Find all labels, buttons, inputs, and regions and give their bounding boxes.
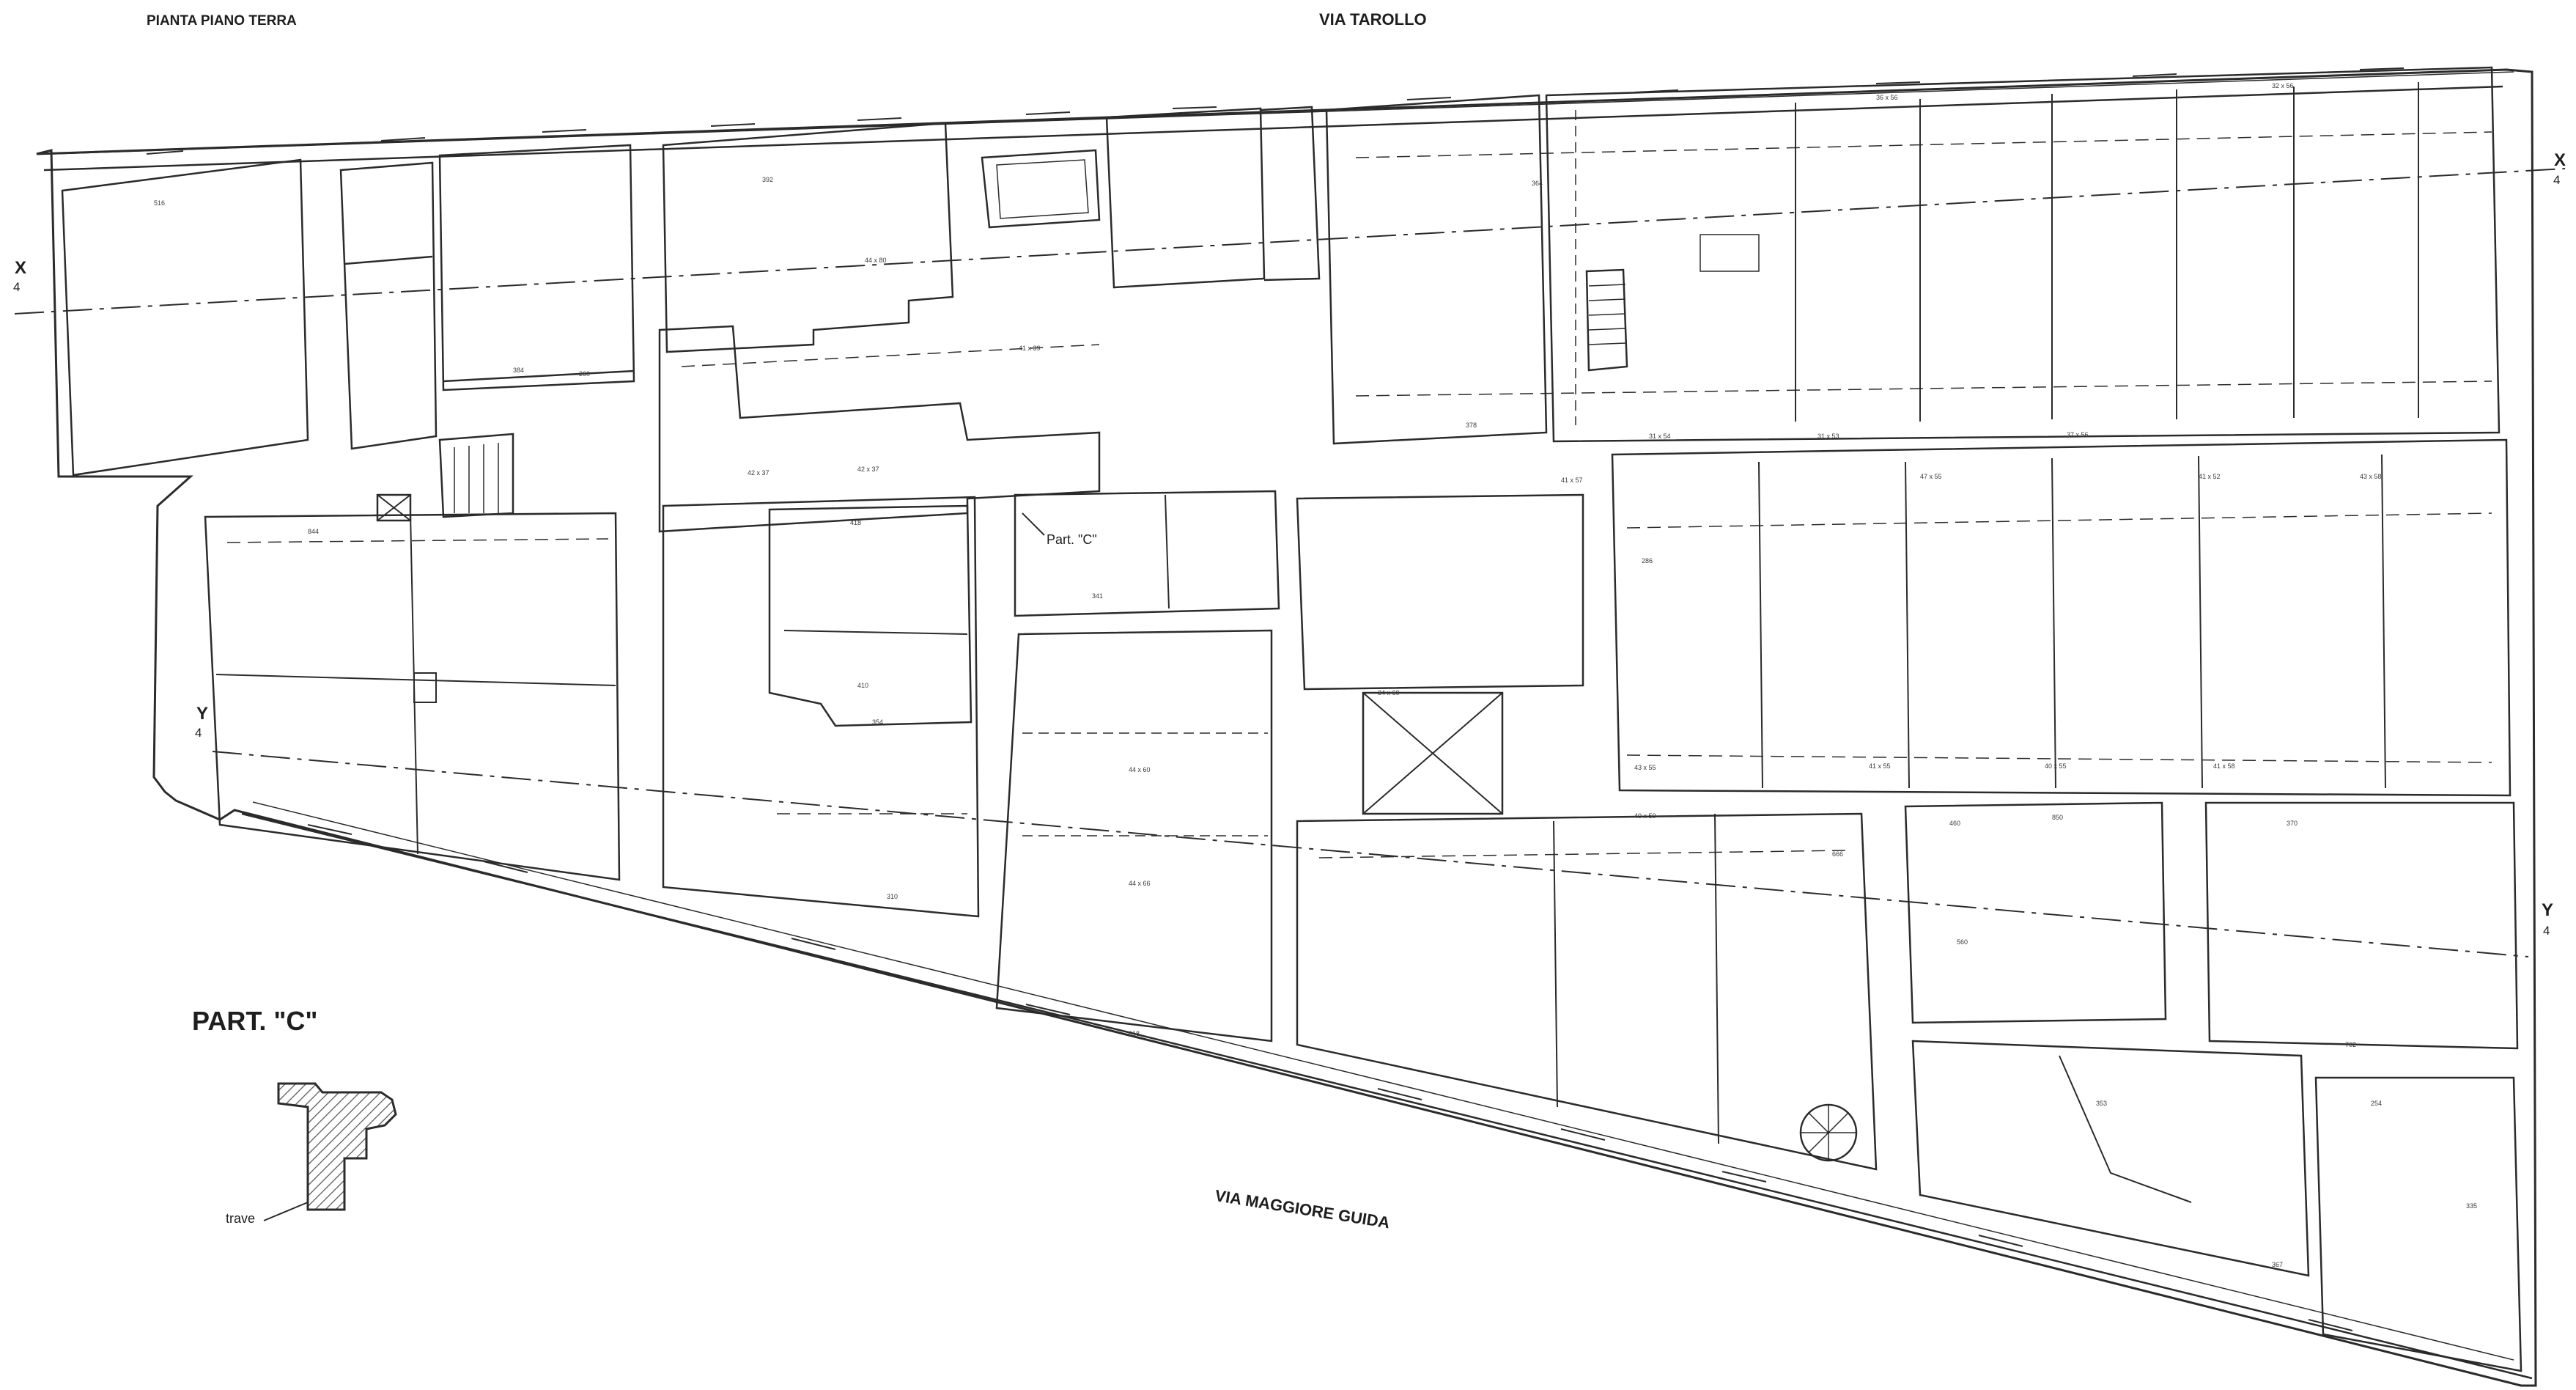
dimension-label: 37 x 56 [2067,431,2089,438]
south-facade [241,812,2533,1380]
room [204,512,621,881]
axis-y-right-number: 4 [2543,924,2550,938]
room [2204,801,2519,1050]
dimension-label: 32 x 56 [2272,82,2294,89]
dimension-label: 41 x 55 [1869,762,1891,770]
dimension-label: 310 [887,893,898,900]
dimension-label: 41 x 52 [2199,473,2221,480]
axis-x-line [14,168,2566,315]
stair [438,433,514,518]
north-facade [43,85,2503,172]
dimension-label: 31 x 53 [1817,433,1839,440]
light-well [1362,691,1504,815]
dimension-label: 516 [154,199,166,207]
room [662,122,954,353]
axis-y-left-number: 4 [195,726,202,740]
dimension-label: 41 x 58 [2213,762,2235,770]
axis-x-right-label: X [2554,150,2566,170]
dimension-label: 43 x 55 [1634,764,1656,771]
room [981,149,1101,229]
dimension-label: 41 x 57 [1561,477,1583,484]
room [438,144,635,391]
dimension-label: 40 x 55 [2045,762,2067,770]
dimension-label: 40 x 50 [1634,812,1656,820]
room [1545,66,2501,443]
dimension-label: 286 [1642,557,1653,565]
dimension-label: 844 [308,528,320,535]
axis-x-left-number: 4 [13,280,21,294]
dimension-label: 850 [2052,814,2064,821]
dimension-label: 353 [2096,1100,2108,1107]
axis-y-line [212,751,2529,957]
dimension-label: 335 [2466,1202,2478,1210]
dimension-label: 392 [762,176,774,183]
dimension-label: 36 x 56 [1876,94,1898,101]
dimension-label: 367 [2272,1261,2284,1268]
room [339,161,438,450]
dimension-label: 560 [1957,938,1968,946]
axis-y-right-label: Y [2542,900,2554,920]
axis-y-left-label: Y [196,704,209,724]
dimension-label: 260 [579,370,591,378]
room [662,496,980,918]
room [1611,438,2512,797]
detail-title: PART. "C" [192,1006,318,1036]
room [1014,490,1280,617]
detail-reference-label: Part. "C" [1047,532,1097,547]
dimension-label: 41 x 39 [1019,345,1041,352]
room [995,629,1273,1042]
dimension-label: 341 [1092,592,1104,600]
room [1105,107,1266,289]
axis-x-left-label: X [15,258,27,278]
dimension-label: 702 [2345,1041,2357,1048]
detail-beam-label: trave [226,1211,256,1226]
detail-beam-profile [263,1082,397,1221]
dimension-label: 43 x 58 [2360,473,2382,480]
dimension-label: 378 [1466,422,1477,429]
dimension-label: 254 [2371,1100,2383,1107]
sheet-title: PIANTA PIANO TERRA [147,13,297,29]
dimension-label: 460 [1949,820,1961,827]
dimension-label: 618 [1129,1030,1140,1037]
dimension-label: 364 [1532,180,1543,187]
dimension-label: 44 x 80 [865,257,887,264]
room [1296,812,1878,1171]
dimension-label: 31 x 54 [1649,433,1671,440]
dimension-label: 410 [857,682,869,689]
axis-x-right-number: 4 [2553,173,2561,187]
corridor [658,325,1101,533]
room [1325,94,1548,445]
dimension-label: 418 [850,519,862,526]
dimension-label: 44 x 66 [1129,880,1151,887]
room [1296,493,1584,691]
stair [1585,268,1628,372]
dimension-label: 370 [2287,820,2298,827]
dimension-label: 666 [1832,850,1844,858]
spiral-stair [1799,1103,1858,1162]
dimension-label: 354 [872,718,884,726]
street-name-north: VIA TAROLLO [1319,10,1427,29]
dimension-label: 34 x 60 [1378,689,1400,696]
dimension-label: 384 [513,367,525,374]
room [2314,1076,2523,1372]
dimension-label: 42 x 37 [857,466,879,473]
dimension-label: 42 x 37 [748,469,770,477]
dimension-label: 47 x 55 [1920,473,1942,480]
room [61,158,309,477]
block-outline [36,68,2537,1387]
shaft [376,493,412,522]
room [1911,1040,2310,1277]
room [768,504,973,727]
dimension-label: 44 x 60 [1129,766,1151,773]
room [1904,801,2167,1024]
